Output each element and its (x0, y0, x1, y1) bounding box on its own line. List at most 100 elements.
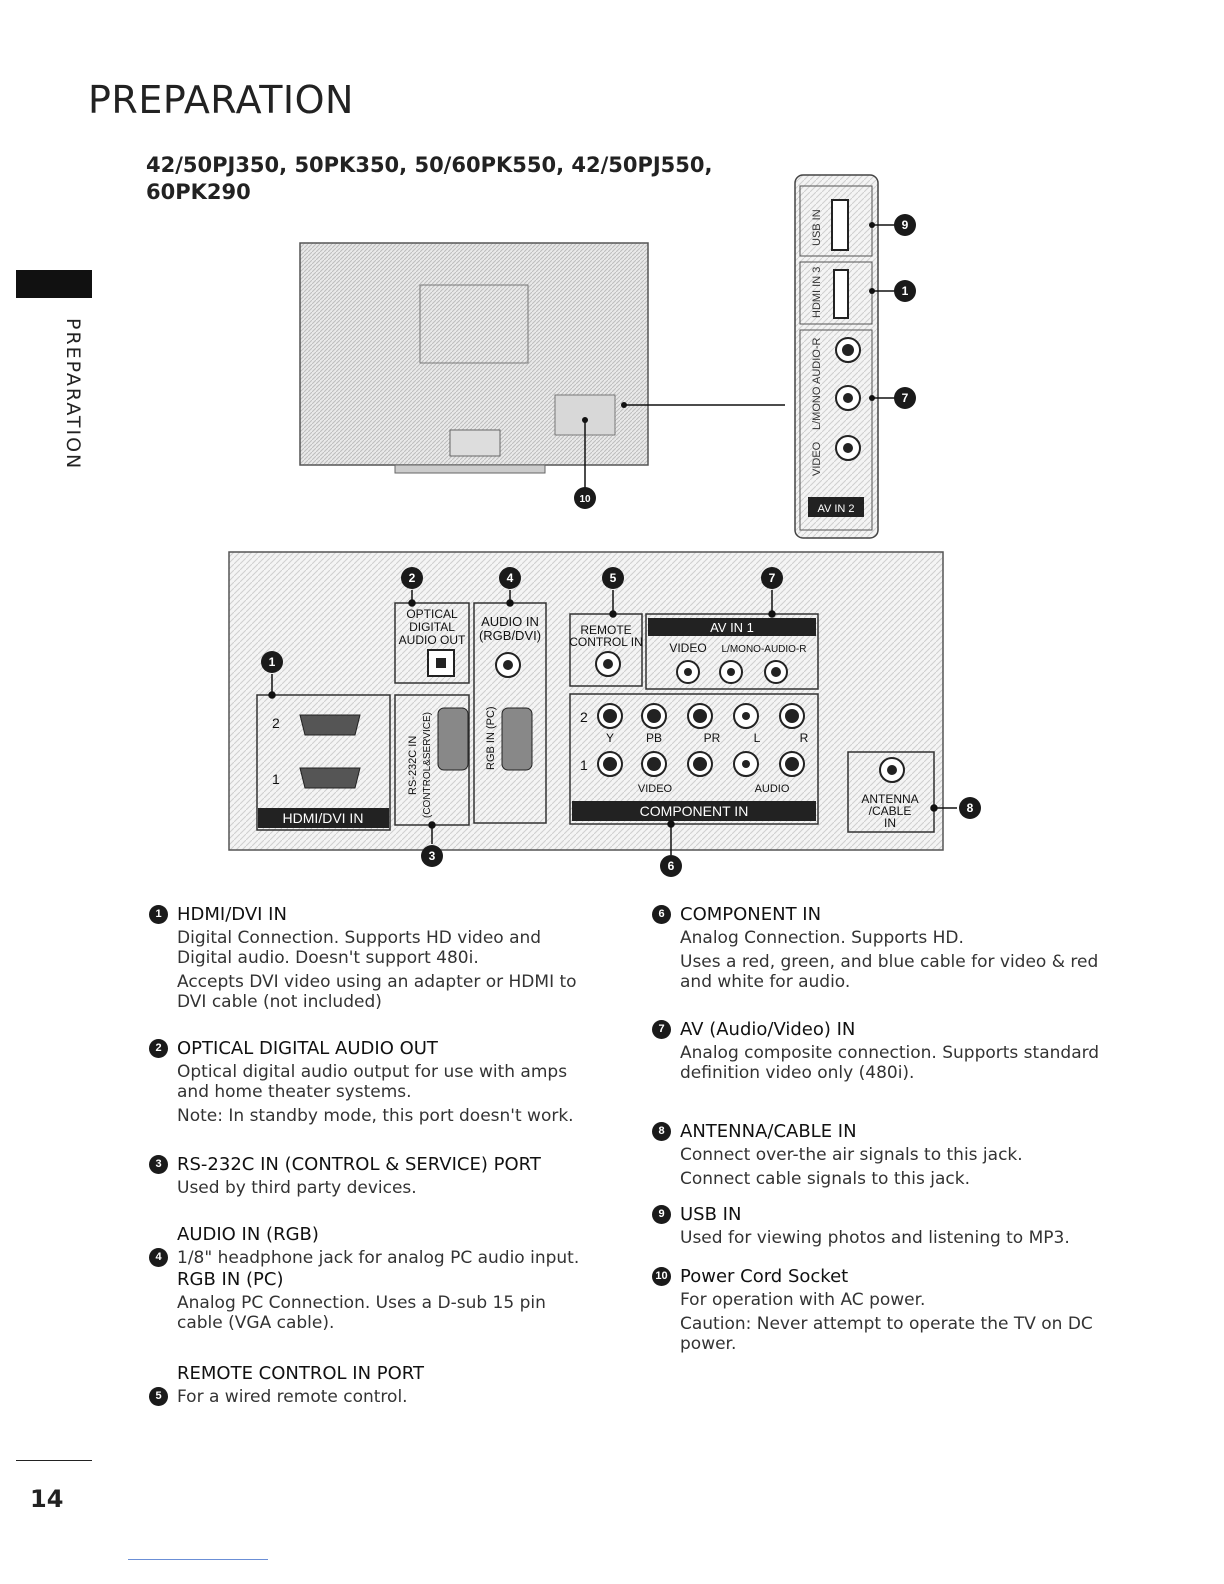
callout-marker-1-0-label: 1 (269, 655, 276, 669)
item-9-title: USB IN (680, 1204, 742, 1225)
side-section-label: PREPARATION (62, 318, 84, 471)
item-1-title: HDMI/DVI IN (177, 904, 287, 925)
item-4-title-2: RGB IN (PC) (177, 1269, 284, 1290)
callout-marker-5-4-label: 5 (610, 571, 617, 585)
item-2-title: OPTICAL DIGITAL AUDIO OUT (177, 1038, 438, 1059)
callout-7-icon: 7 (652, 1020, 671, 1039)
callout-marker-10-x1-label: 10 (579, 494, 591, 505)
callout-5-icon: 5 (149, 1387, 168, 1406)
audio-r-label: AUDIO-R (811, 338, 823, 385)
item-2: 2 OPTICAL DIGITAL AUDIO OUT Optical digi… (149, 1037, 597, 1126)
bottom-link-underline (128, 1559, 268, 1560)
callout-4-icon: 4 (149, 1248, 168, 1267)
callout-marker-2-1 (401, 567, 423, 589)
callout-marker-2-1-label: 2 (409, 571, 416, 585)
callout-2-icon: 2 (149, 1039, 168, 1058)
component-pr-label: PR (704, 731, 721, 745)
audio-in-label-2: (RGB/DVI) (479, 628, 541, 643)
optical-label-1: OPTICAL (406, 607, 458, 621)
item-10-title: Power Cord Socket (680, 1266, 849, 1287)
callout-marker-8-7 (959, 797, 981, 819)
av-in2-label: AV IN 2 (817, 503, 854, 515)
callout-marker-7-6 (761, 567, 783, 589)
remote-label-1: REMOTE (580, 623, 631, 637)
side-video-label: VIDEO (811, 441, 823, 476)
optical-label-3: AUDIO OUT (399, 633, 466, 647)
component-r-label: R (800, 731, 809, 745)
callout-marker-7-6-label: 7 (769, 571, 776, 585)
model-list: 42/50PJ350, 50PK350, 50/60PK550, 42/50PJ… (146, 153, 713, 204)
item-4: 4 AUDIO IN (RGB) 1/8" headphone jack for… (149, 1223, 597, 1333)
side-input-panel: AV IN 2 USB IN HDMI IN 3 AUDIO-R L/MONO … (794, 174, 895, 539)
av-video-label: VIDEO (669, 641, 706, 655)
page-number: 14 (30, 1485, 64, 1513)
callout-marker-3-2 (421, 845, 443, 867)
callout-marker-1-9-label: 1 (902, 284, 909, 298)
item-1-body-1: Digital Connection. Supports HD video an… (177, 928, 542, 968)
item-9-body-1: Used for viewing photos and listening to… (680, 1228, 1070, 1248)
item-7: 7 AV (Audio/Video) IN Analog composite c… (652, 1018, 1100, 1083)
callout-9-icon: 9 (652, 1205, 671, 1224)
callout-marker-9-8-label: 9 (902, 218, 909, 232)
antenna-label-3: IN (884, 816, 896, 830)
callout-marker-4-3 (499, 567, 521, 589)
item-10-body-1: For operation with AC power. (680, 1290, 926, 1310)
component-l-label: L (754, 731, 761, 745)
item-3-title: RS-232C IN (CONTROL & SERVICE) PORT (177, 1154, 541, 1175)
rs232c-label-1: RS-232C IN (407, 736, 419, 795)
item-8: 8 ANTENNA/CABLE IN Connect over-the air … (652, 1120, 1100, 1189)
component-video-label: VIDEO (638, 783, 673, 795)
callout-marker-10-x1 (574, 487, 596, 509)
l-mono-label: L/MONO (811, 386, 823, 430)
av-in1-label: AV IN 1 (710, 620, 754, 635)
hdmi-port-2-label: 2 (272, 715, 280, 731)
section-tab-marker (16, 270, 92, 298)
item-3: 3 RS-232C IN (CONTROL & SERVICE) PORT Us… (149, 1153, 597, 1198)
component-in-label: COMPONENT IN (640, 803, 749, 819)
antenna-label-1: ANTENNA (861, 792, 918, 806)
item-6-body-1: Analog Connection. Supports HD. (680, 928, 964, 948)
item-3-body-1: Used by third party devices. (177, 1178, 417, 1198)
page-title: PREPARATION (88, 78, 354, 122)
av-audio-label: L/MONO-AUDIO-R (722, 644, 807, 655)
rs232c-label-2: (CONTROL&SERVICE) (422, 712, 433, 818)
remote-label-2: CONTROL IN (569, 635, 643, 649)
hdmi-in3-label: HDMI IN 3 (811, 267, 823, 318)
callout-marker-1-0 (261, 651, 283, 673)
callout-marker-4-3-label: 4 (507, 571, 514, 585)
item-6-body-2: Uses a red, green, and blue cable for vi… (680, 952, 1099, 992)
callout-marker-9-8 (894, 214, 916, 236)
item-2-body-2: Note: In standby mode, this port doesn't… (177, 1106, 574, 1126)
rgb-in-label: RGB IN (PC) (485, 706, 497, 770)
component-audio-label: AUDIO (755, 783, 790, 795)
item-8-body-2: Connect cable signals to this jack. (680, 1169, 971, 1189)
callout-marker-6-5 (660, 855, 682, 877)
callout-10-icon: 10 (652, 1267, 671, 1286)
item-7-title: AV (Audio/Video) IN (680, 1019, 856, 1040)
item-10: 10 Power Cord Socket For operation with … (652, 1265, 1100, 1354)
component-y-label: Y (606, 731, 614, 745)
item-5-body-1: For a wired remote control. (177, 1387, 408, 1407)
item-1-body-2: Accepts DVI video using an adapter or HD… (177, 972, 577, 1012)
item-8-body-1: Connect over-the air signals to this jac… (680, 1145, 1023, 1165)
item-5: 5 REMOTE CONTROL IN PORT For a wired rem… (149, 1362, 597, 1407)
item-5-title: REMOTE CONTROL IN PORT (177, 1363, 424, 1384)
optical-label-2: DIGITAL (409, 620, 455, 634)
item-8-title: ANTENNA/CABLE IN (680, 1121, 857, 1142)
item-1: 1 HDMI/DVI IN Digital Connection. Suppor… (149, 903, 597, 1012)
component-row1-label: 1 (580, 757, 588, 773)
footer-rule (16, 1460, 92, 1461)
callout-marker-3-2-label: 3 (429, 849, 436, 863)
callout-marker-6-5-label: 6 (668, 859, 675, 873)
item-4-body-2: Analog PC Connection. Uses a D-sub 15 pi… (177, 1293, 546, 1333)
tv-rear-illustration (299, 242, 785, 488)
item-9: 9 USB IN Used for viewing photos and lis… (652, 1203, 1100, 1248)
hdmi-port-1-label: 1 (272, 771, 280, 787)
antenna-label-2: /CABLE (869, 804, 912, 818)
callout-marker-5-4 (602, 567, 624, 589)
usb-in-label: USB IN (811, 209, 823, 246)
item-10-body-2: Caution: Never attempt to operate the TV… (680, 1314, 1093, 1354)
callout-3-icon: 3 (149, 1155, 168, 1174)
callout-marker-7-x0-label: 7 (902, 391, 909, 405)
